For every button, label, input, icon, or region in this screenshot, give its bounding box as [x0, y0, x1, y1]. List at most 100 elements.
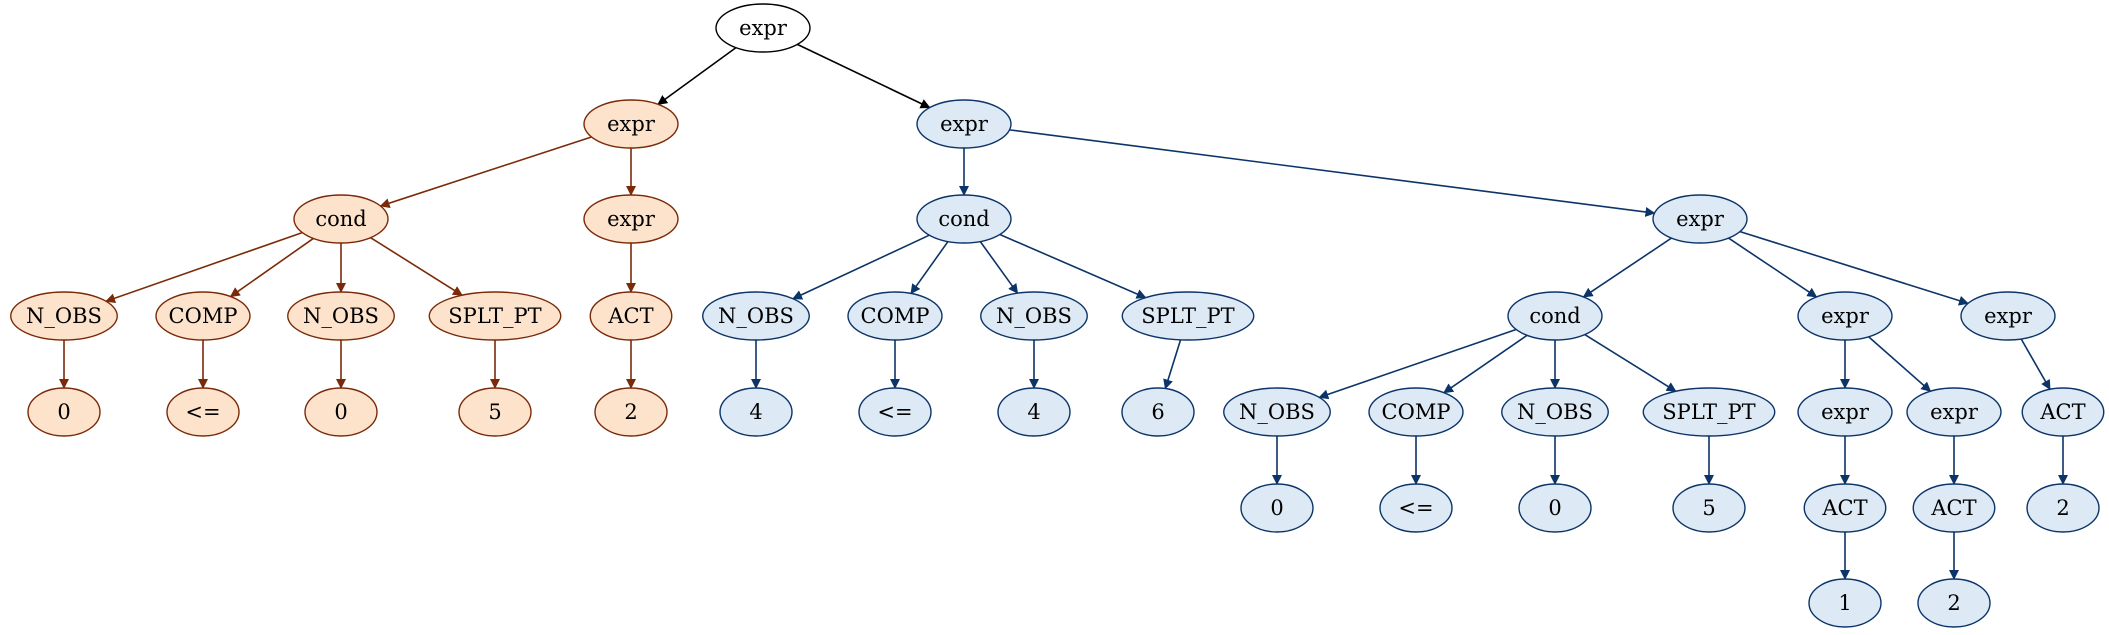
tree-node-0: 0: [1240, 483, 1314, 533]
node-ellipse: [715, 3, 811, 53]
tree-node-act: ACT: [1912, 483, 1996, 533]
tree-node-le: <=: [858, 387, 932, 437]
node-label: expr: [1821, 400, 1870, 424]
node-ellipse: [1912, 483, 1996, 533]
node-ellipse: [1368, 387, 1464, 437]
node-label: ACT: [607, 304, 653, 328]
node-ellipse: [702, 291, 810, 341]
tree-node-expr: expr: [1652, 194, 1748, 244]
node-label: ACT: [2039, 400, 2085, 424]
node-label: 0: [57, 400, 70, 424]
node-label: cond: [1529, 304, 1580, 328]
node-label: 0: [1270, 496, 1283, 520]
tree-node-act: ACT: [1803, 483, 1887, 533]
tree-node-n-obs: N_OBS: [1501, 387, 1609, 437]
edges-layer: [59, 43, 2068, 580]
tree-node-expr: expr: [1797, 291, 1893, 341]
tree-node-splt-pt: SPLT_PT: [1121, 291, 1255, 341]
tree-node-6: 6: [1121, 387, 1195, 437]
node-ellipse: [1121, 291, 1255, 341]
node-ellipse: [1652, 194, 1748, 244]
node-ellipse: [1223, 387, 1331, 437]
edge-n25-n31: [1584, 333, 1677, 392]
tree-node-5: 5: [1672, 483, 1746, 533]
node-ellipse: [583, 99, 679, 149]
node-ellipse: [583, 194, 679, 244]
edge-n25-n29: [1443, 334, 1528, 394]
node-label: 4: [1027, 400, 1040, 424]
node-ellipse: [27, 387, 101, 437]
node-ellipse: [858, 387, 932, 437]
node-ellipse: [1808, 578, 1882, 628]
tree-node-0: 0: [27, 387, 101, 437]
node-ellipse: [155, 291, 251, 341]
node-label: expr: [1676, 207, 1725, 231]
edge-n16-n26: [1728, 237, 1818, 298]
node-ellipse: [1121, 387, 1195, 437]
tree-node-expr: expr: [583, 194, 679, 244]
edge-n25-n28: [1318, 328, 1517, 400]
node-label: COMP: [1382, 400, 1451, 424]
tree-node-n-obs: N_OBS: [1223, 387, 1331, 437]
tree-node-4: 4: [719, 387, 793, 437]
node-ellipse: [1642, 387, 1776, 437]
node-ellipse: [1960, 291, 2056, 341]
edge-n3-n8: [370, 236, 463, 296]
node-ellipse: [10, 291, 118, 341]
tree-node-act: ACT: [2021, 387, 2105, 437]
node-label: N_OBS: [718, 304, 794, 328]
tree-node-comp: COMP: [1368, 387, 1464, 437]
node-label: 6: [1151, 400, 1164, 424]
tree-node-4: 4: [997, 387, 1071, 437]
edge-n1-n3: [379, 136, 592, 208]
tree-node-n-obs: N_OBS: [287, 291, 395, 341]
edge-n0-n2: [796, 43, 931, 109]
edge-n20-n24: [1163, 339, 1182, 390]
node-ellipse: [1797, 387, 1893, 437]
tree-node-1: 1: [1808, 578, 1882, 628]
node-ellipse: [916, 99, 1012, 149]
tree-node-le: <=: [1379, 483, 1453, 533]
tree-node-expr: expr: [1960, 291, 2056, 341]
node-label: 2: [624, 400, 637, 424]
tree-node-expr: expr: [1906, 387, 2002, 437]
node-label: cond: [315, 207, 366, 231]
node-ellipse: [997, 387, 1071, 437]
node-ellipse: [719, 387, 793, 437]
node-ellipse: [1906, 387, 2002, 437]
node-label: 5: [1702, 496, 1715, 520]
tree-node-2: 2: [1917, 578, 1991, 628]
tree-node-expr: expr: [1797, 387, 1893, 437]
edge-n15-n19: [979, 241, 1019, 294]
node-label: 0: [1548, 496, 1561, 520]
tree-node-cond: cond: [293, 194, 389, 244]
node-label: SPLT_PT: [1141, 304, 1234, 328]
edge-n0-n1: [657, 46, 737, 106]
node-label: expr: [739, 16, 788, 40]
tree-node-expr: expr: [583, 99, 679, 149]
tree-node-n-obs: N_OBS: [980, 291, 1088, 341]
node-ellipse: [916, 194, 1012, 244]
node-ellipse: [847, 291, 943, 341]
node-label: 2: [1947, 591, 1960, 615]
node-ellipse: [428, 291, 562, 341]
node-ellipse: [293, 194, 389, 244]
tree-node-n-obs: N_OBS: [10, 291, 118, 341]
node-ellipse: [589, 291, 673, 341]
edge-n15-n18: [910, 241, 949, 295]
node-label: expr: [1984, 304, 2033, 328]
node-label: <=: [185, 400, 220, 424]
node-ellipse: [458, 387, 532, 437]
node-label: N_OBS: [303, 304, 379, 328]
edge-n3-n6: [229, 237, 314, 298]
node-label: 0: [334, 400, 347, 424]
node-label: ACT: [1930, 496, 1976, 520]
node-ellipse: [1672, 483, 1746, 533]
node-ellipse: [1518, 483, 1592, 533]
node-label: SPLT_PT: [1662, 400, 1755, 424]
tree-node-expr: expr: [916, 99, 1012, 149]
node-ellipse: [1240, 483, 1314, 533]
node-label: N_OBS: [1239, 400, 1315, 424]
tree-node-splt-pt: SPLT_PT: [428, 291, 562, 341]
